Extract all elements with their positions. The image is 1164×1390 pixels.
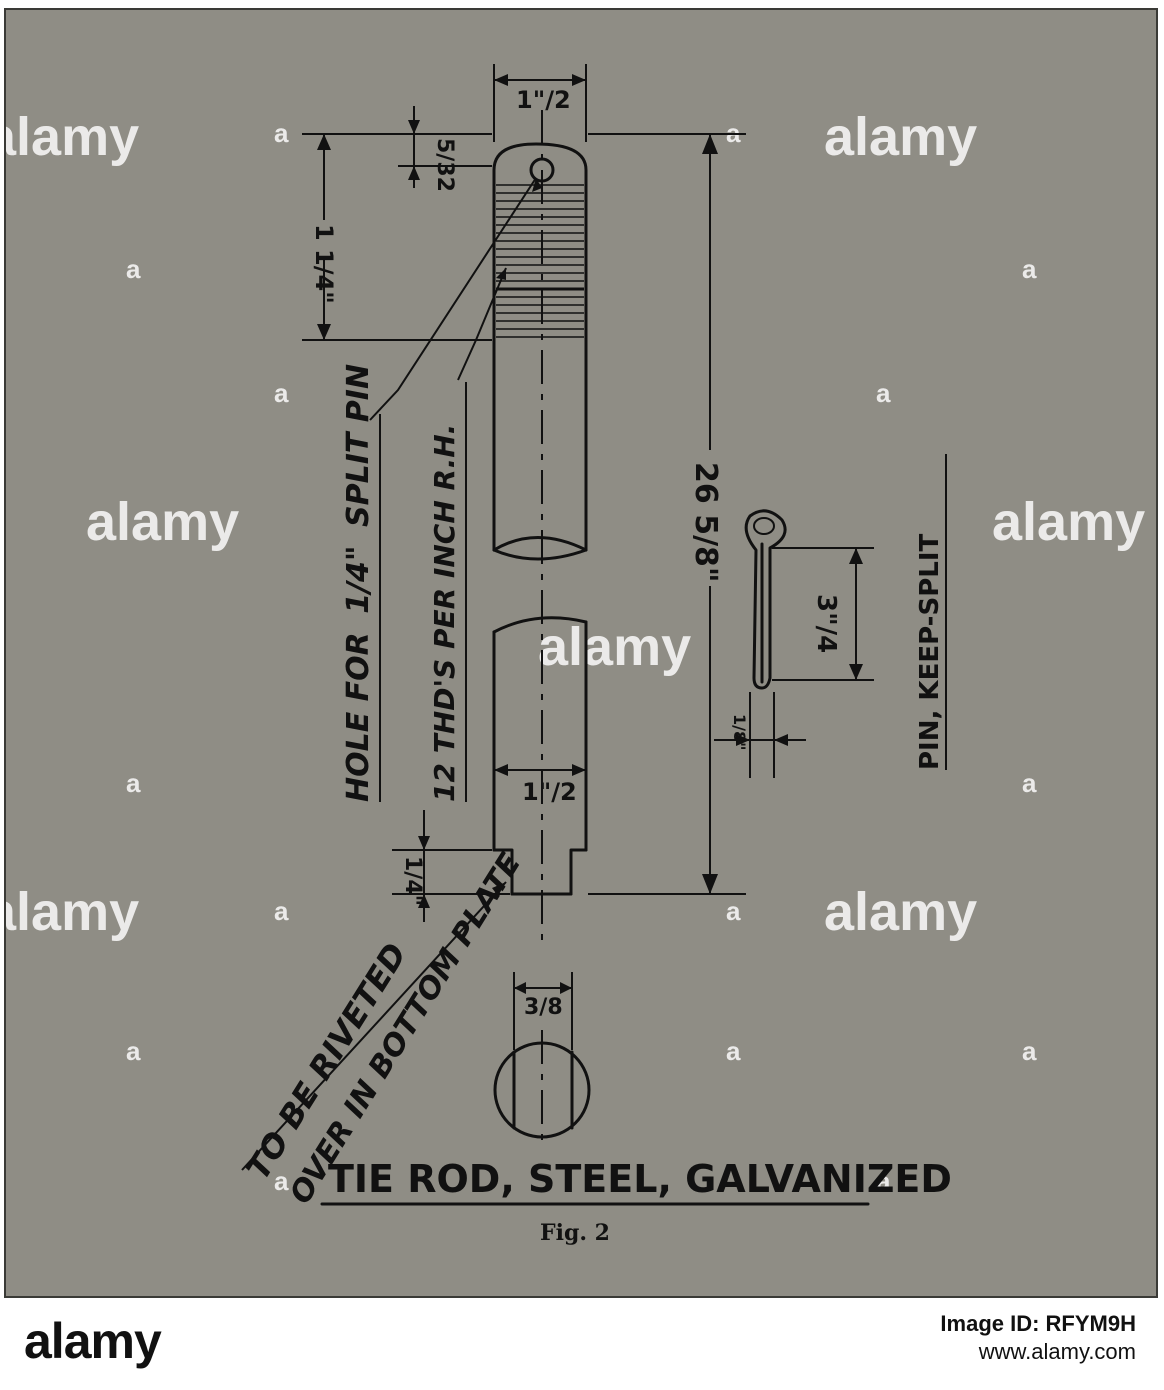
drawing-title-block: TIE ROD, STEEL, GALVANIZED Fig. 2 [320,1157,952,1246]
svg-text:a: a [876,1166,891,1196]
site-url[interactable]: www.alamy.com [978,1339,1136,1364]
thread-length-label: 1 1/4" [310,224,338,304]
svg-text:a: a [726,896,741,926]
drawing-title: TIE ROD, STEEL, GALVANIZED [328,1157,952,1201]
tenon-length-label: 1/4" [400,856,425,906]
thread-note: 12 THD'S PER INCH R.H. [428,424,461,802]
watermark-dots: a a a a a a a a a a a a a a a [126,118,1037,1196]
watermark-layer: alamy alamy alamy alamy alamy alamy alam… [6,107,1145,1196]
hole-offset-label: 5/32 [432,138,457,192]
watermark: alamy [86,492,239,552]
hole-leader [369,177,537,421]
watermark: alamy [6,107,139,167]
tenon-length-dim: 1/4" [392,810,510,922]
rod-notes: HOLE FOR 1/4" SPLIT PIN 12 THD'S PER INC… [341,364,467,802]
split-pin-outline [744,509,787,690]
svg-text:a: a [274,378,289,408]
shank-diameter-label: 1"/2 [522,778,577,806]
svg-text:a: a [126,768,141,798]
rod-upper-outline [492,142,588,342]
svg-text:a: a [1022,768,1037,798]
svg-text:a: a [876,378,891,408]
svg-text:a: a [274,1166,289,1196]
watermark: alamy [6,882,139,942]
hole-offset-dim: 5/32 [398,106,492,192]
thread-hatching [496,184,584,338]
hole-note: HOLE FOR 1/4" SPLIT PIN [341,364,376,802]
image-id: Image ID: RFYM9H [940,1311,1136,1336]
svg-text:a: a [1022,1036,1037,1066]
overall-length-dim: 26 5/8" [588,133,746,895]
pin-title: PIN, KEEP-SPLIT [915,534,945,770]
image-id-block: Image ID: RFYM9H www.alamy.com [940,1310,1136,1366]
watermark: alamy [538,617,691,677]
svg-text:a: a [126,1036,141,1066]
overall-length-label: 26 5/8" [688,462,723,583]
technical-drawing: alamy alamy alamy alamy alamy alamy alam… [6,64,1145,1246]
keep-split-pin: 3"/4 1/8" PIN, KEEP-SPLIT [714,454,947,778]
drawing-sheet: alamy alamy alamy alamy alamy alamy alam… [4,8,1158,1298]
svg-text:a: a [274,118,289,148]
rod-end-view: 3/8 [493,972,591,1150]
break-line-upper [492,536,588,552]
top-diameter-dim: 1"/2 [493,64,587,142]
svg-text:a: a [126,254,141,284]
figure-caption: Fig. 2 [540,1220,610,1246]
pin-length-label: 3"/4 [811,594,841,653]
watermark: alamy [992,492,1145,552]
stock-footer: alamy Image ID: RFYM9H www.alamy.com [0,1298,1164,1390]
svg-text:a: a [726,1036,741,1066]
pin-thickness-label: 1/8" [730,714,749,750]
rivet-leader [241,881,507,1171]
svg-text:a: a [1022,254,1037,284]
watermark: alamy [824,107,977,167]
watermark: alamy [824,882,977,942]
tie-rod [492,110,588,940]
leader-lines [241,177,542,1171]
svg-text:a: a [274,896,289,926]
thread-length-dim: 1 1/4" [302,133,492,341]
alamy-logo: alamy [24,1313,162,1369]
tenon-diameter-label: 3/8 [524,995,563,1020]
thread-leader [457,267,507,381]
shank-diameter-dim: 1"/2 [494,764,586,806]
break-line-lower [492,616,588,634]
top-diameter-label: 1"/2 [516,86,571,114]
